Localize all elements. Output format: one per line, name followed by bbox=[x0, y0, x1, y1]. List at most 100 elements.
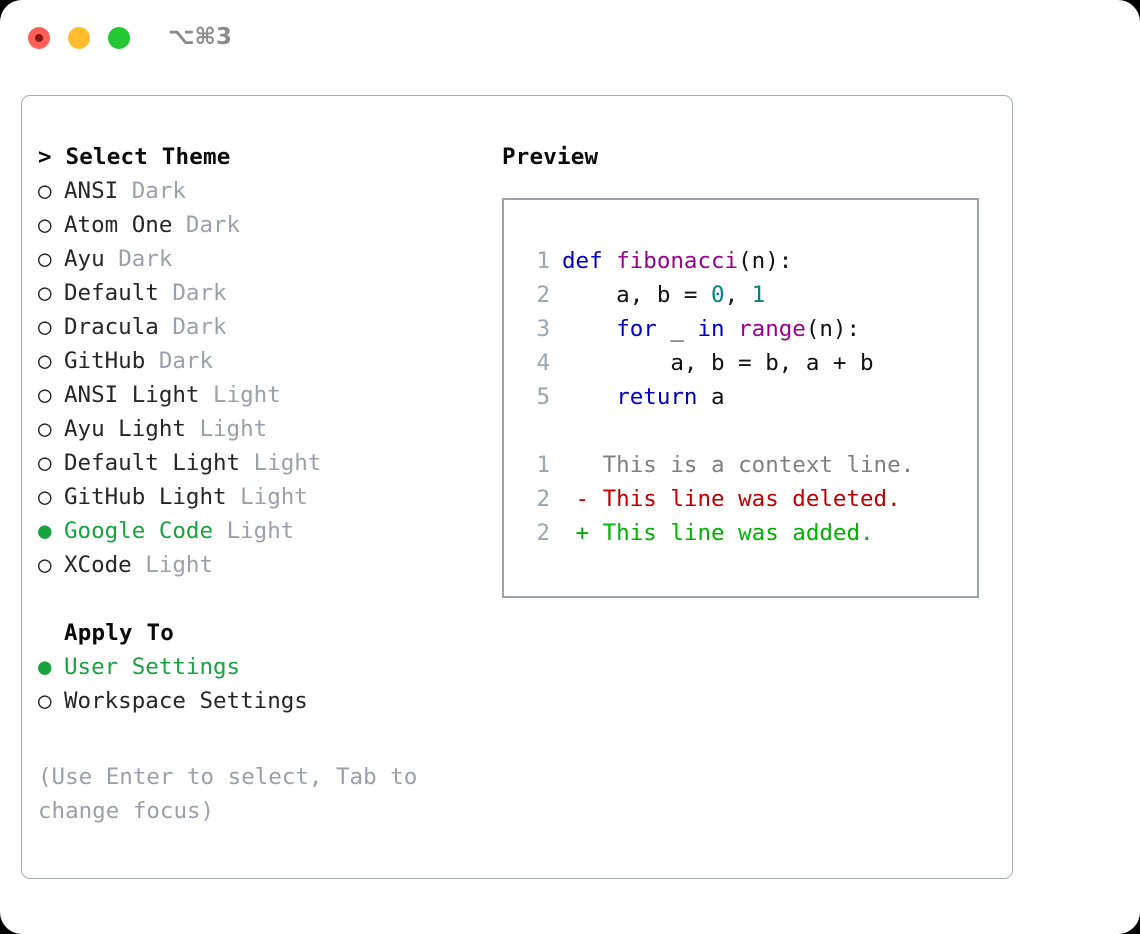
theme-option-atom-one[interactable]: ○ Atom One Dark bbox=[38, 208, 468, 242]
radio-selected-icon: ● bbox=[38, 654, 52, 680]
line-number: 3 bbox=[536, 316, 550, 342]
keyboard-shortcut-label: ⌥⌘3 bbox=[168, 24, 232, 50]
radio-unselected-icon: ○ bbox=[38, 688, 52, 714]
code-token: for bbox=[616, 316, 657, 342]
code-token: _ bbox=[656, 316, 698, 342]
code-token: (n): bbox=[805, 316, 861, 342]
line-number: 2 bbox=[536, 282, 550, 308]
theme-option-label: ANSI bbox=[64, 178, 132, 204]
diff-line: 2 + This line was added. bbox=[522, 516, 977, 550]
theme-option-label: Default Light bbox=[64, 450, 254, 476]
minimize-window-button[interactable] bbox=[68, 27, 90, 49]
theme-option-variant: Dark bbox=[172, 314, 227, 340]
code-token: in bbox=[697, 316, 725, 342]
theme-option-label: Ayu Light bbox=[64, 416, 200, 442]
code-token: a bbox=[697, 384, 725, 410]
apply-to-option-user-settings[interactable]: ● User Settings bbox=[38, 650, 468, 684]
code-line: 3 for _ in range(n): bbox=[522, 312, 977, 346]
maximize-window-button[interactable] bbox=[108, 27, 130, 49]
theme-option-label: Ayu bbox=[64, 246, 119, 272]
theme-option-variant: Light bbox=[145, 552, 214, 578]
theme-picker-header: > Select Theme bbox=[38, 144, 231, 170]
theme-option-default[interactable]: ○ Default Dark bbox=[38, 276, 468, 310]
radio-unselected-icon: ○ bbox=[38, 450, 52, 476]
code-token bbox=[725, 316, 739, 342]
code-token bbox=[562, 384, 616, 410]
line-number: 4 bbox=[536, 350, 550, 376]
theme-option-ansi[interactable]: ○ ANSI Dark bbox=[38, 174, 468, 208]
diff-line-text: This is a context line. bbox=[562, 452, 915, 478]
dialog-frame: > Select Theme ○ANSI Dark○Atom One Dark○… bbox=[21, 95, 1013, 879]
radio-unselected-icon: ○ bbox=[38, 280, 52, 306]
theme-option-label: GitHub bbox=[64, 348, 159, 374]
theme-option-ayu-light[interactable]: ○Ayu Light Light bbox=[38, 412, 468, 446]
theme-option-xcode[interactable]: ○XCode Light bbox=[38, 548, 468, 582]
code-token: a, b = b, a + b bbox=[562, 350, 874, 376]
preview-title: Preview bbox=[502, 144, 599, 170]
code-token: return bbox=[616, 384, 698, 410]
theme-option-dracula[interactable]: ○ Dracula Dark bbox=[38, 310, 468, 344]
theme-option-ayu[interactable]: ○Ayu Dark bbox=[38, 242, 468, 276]
apply-to-option-workspace-settings[interactable]: ○ Workspace Settings bbox=[38, 684, 468, 718]
code-token: , bbox=[724, 282, 752, 308]
apply-to-header: Apply To bbox=[64, 620, 174, 646]
theme-option-label: Default bbox=[64, 280, 173, 306]
code-diff-spacer bbox=[522, 414, 977, 448]
code-line: 2 a, b = 0, 1 bbox=[522, 278, 977, 312]
code-token: range bbox=[738, 316, 806, 342]
radio-unselected-icon: ○ bbox=[38, 314, 52, 340]
theme-option-variant: Dark bbox=[172, 280, 227, 306]
radio-unselected-icon: ○ bbox=[38, 484, 52, 510]
theme-picker-panel: > Select Theme ○ANSI Dark○Atom One Dark○… bbox=[38, 140, 468, 718]
theme-option-label: Atom One bbox=[64, 212, 186, 238]
diff-line: 1 This is a context line. bbox=[522, 448, 977, 482]
theme-option-github-light[interactable]: ○GitHub Light Light bbox=[38, 480, 468, 514]
theme-option-variant: Dark bbox=[185, 212, 241, 238]
radio-selected-icon: ● bbox=[38, 518, 52, 544]
theme-option-variant: Dark bbox=[131, 178, 186, 204]
diff-line: 2 - This line was deleted. bbox=[522, 482, 977, 516]
radio-unselected-icon: ○ bbox=[38, 212, 52, 238]
radio-unselected-icon: ○ bbox=[38, 348, 52, 374]
code-token: a, b = bbox=[562, 282, 712, 308]
code-token bbox=[562, 316, 616, 342]
code-token bbox=[603, 248, 617, 274]
theme-option-default-light[interactable]: ○Default Light Light bbox=[38, 446, 468, 480]
theme-option-variant: Light bbox=[226, 518, 295, 544]
theme-option-google-code[interactable]: ● Google Code Light bbox=[38, 514, 468, 548]
diff-line-text: + This line was added. bbox=[562, 520, 874, 546]
apply-to-option-label: Workspace Settings bbox=[64, 688, 308, 714]
line-number: 2 bbox=[536, 520, 550, 546]
theme-option-github[interactable]: ○GitHub Dark bbox=[38, 344, 468, 378]
close-window-button[interactable] bbox=[28, 27, 50, 49]
line-number: 1 bbox=[536, 452, 550, 478]
code-token: def bbox=[562, 248, 603, 274]
theme-option-label: Dracula bbox=[64, 314, 173, 340]
code-token: 0 bbox=[711, 282, 725, 308]
theme-option-label: ANSI Light bbox=[64, 382, 214, 408]
theme-option-label: XCode bbox=[64, 552, 146, 578]
theme-option-ansi-light[interactable]: ○ANSI Light Light bbox=[38, 378, 468, 412]
theme-option-variant: Light bbox=[240, 484, 308, 510]
line-number: 2 bbox=[536, 486, 550, 512]
apply-to-option-label: User Settings bbox=[64, 654, 241, 680]
diff-line-text: - This line was deleted. bbox=[562, 486, 901, 512]
theme-option-label: Google Code bbox=[64, 518, 227, 544]
theme-list: ○ ANSI Dark ○ Atom One Dark ○ Ayu Dark ○ Defaul… bbox=[38, 174, 468, 582]
code-token: fibonacci bbox=[616, 248, 739, 274]
line-number: 5 bbox=[536, 384, 550, 410]
radio-unselected-icon: ○ bbox=[38, 416, 52, 442]
radio-unselected-icon: ○ bbox=[38, 246, 52, 272]
code-line: 4 a, b = b, a + b bbox=[522, 346, 977, 380]
window-titlebar: ⌥⌘3 bbox=[0, 0, 1140, 76]
theme-option-variant: Light bbox=[213, 382, 281, 408]
spacer bbox=[38, 582, 468, 616]
apply-to-list: ● User Settings ○ Workspace Settings bbox=[38, 650, 468, 718]
diff-sample: 1 This is a context line.2 - This line w… bbox=[522, 448, 977, 550]
radio-unselected-icon: ○ bbox=[38, 178, 52, 204]
